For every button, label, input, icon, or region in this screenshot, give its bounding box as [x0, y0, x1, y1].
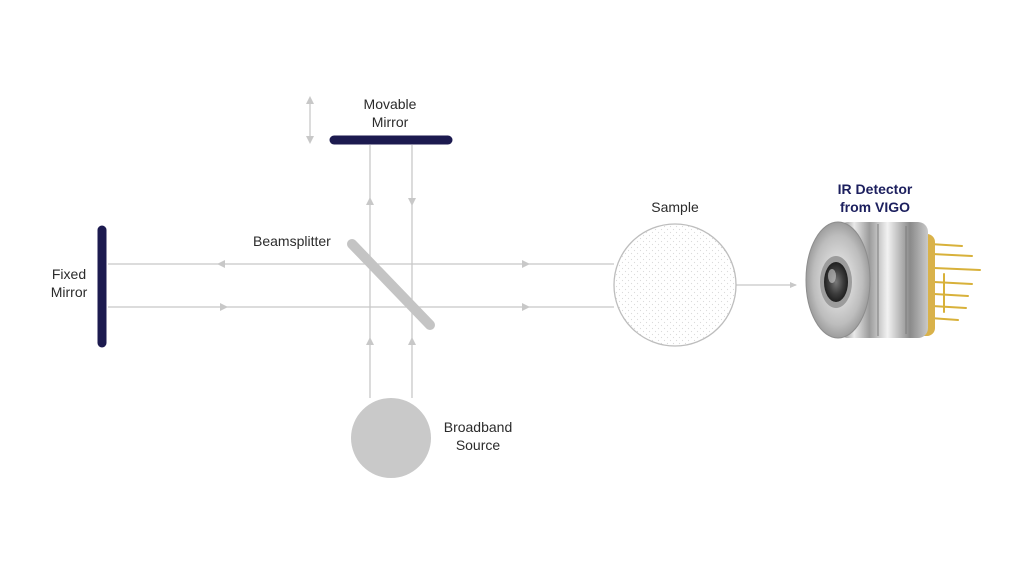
detector-pins: [929, 243, 981, 321]
arrow-up-right-lower: [408, 337, 416, 345]
beam-direction-arrows: [217, 197, 530, 345]
broadband-source-circle: [351, 398, 431, 478]
arrow-up-left-lower: [366, 337, 374, 345]
sample-circle: [613, 223, 737, 347]
arrow-up-left-upper: [366, 197, 374, 205]
ir-detector-label-line2: from VIGO: [839, 199, 910, 215]
movable-mirror-label-line2: Mirror: [371, 114, 409, 130]
arrow-left-top: [217, 260, 225, 268]
ir-detector-label-line1: IR Detector: [837, 181, 913, 197]
sample-label: Sample: [651, 199, 699, 215]
ir-detector-device-icon: [805, 221, 981, 339]
movable-mirror-label: Movable Mirror: [350, 95, 430, 131]
broadband-source-label: Broadband Source: [433, 418, 523, 454]
broadband-source-label-line1: Broadband: [443, 419, 513, 435]
broadband-source-label-line2: Source: [455, 437, 501, 453]
arrow-right-bottom: [220, 303, 228, 311]
arrow-right-top-sample: [522, 260, 530, 268]
arrow-right-bottom-sample: [522, 303, 530, 311]
fixed-mirror-label-line2: Mirror: [50, 284, 88, 300]
beamsplitter-label: Beamsplitter: [253, 233, 331, 249]
beamsplitter-plate: [347, 239, 435, 330]
fixed-mirror-label: Fixed Mirror: [38, 265, 100, 301]
double-arrow-vertical-icon: [306, 96, 314, 144]
arrow-down-right-upper: [408, 198, 416, 206]
fixed-mirror-label-line1: Fixed: [51, 266, 87, 282]
movable-mirror-label-line1: Movable: [363, 96, 417, 112]
ir-detector-label: IR Detector from VIGO: [815, 180, 935, 216]
